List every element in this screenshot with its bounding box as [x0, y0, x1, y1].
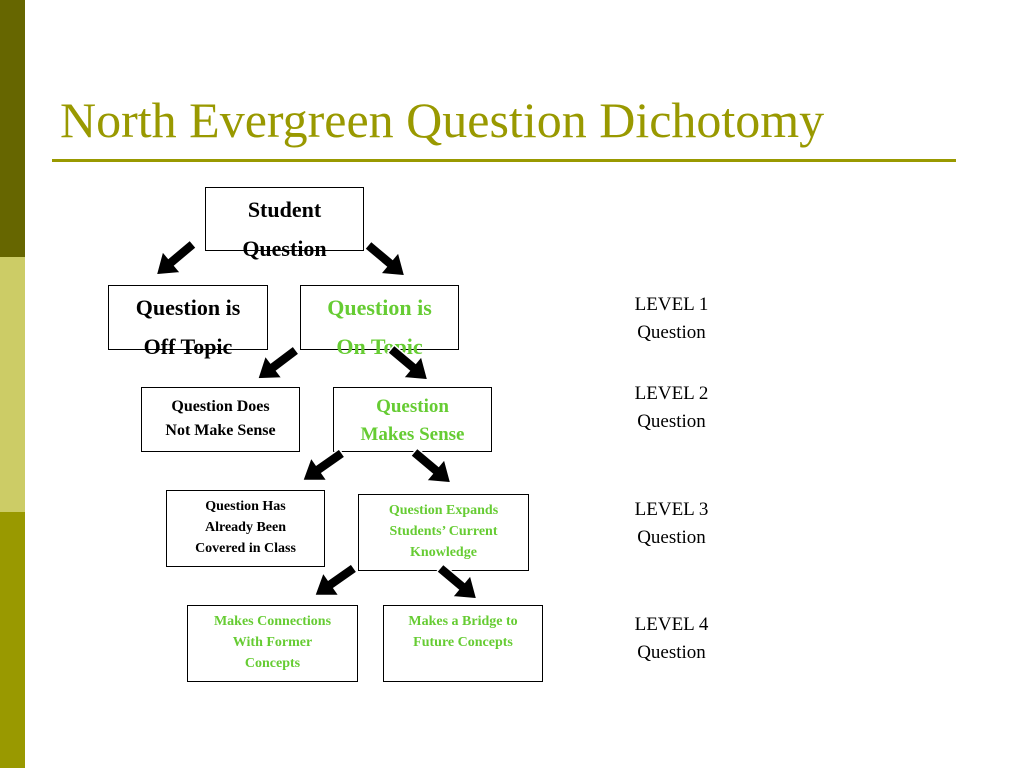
- node-line: Makes Connections: [213, 614, 332, 629]
- node-line: Concepts: [244, 656, 301, 671]
- level-caption: Question: [637, 322, 706, 343]
- node-already-covered: Question Has Already Been Covered in Cla…: [166, 490, 325, 567]
- node-makes-connections: Makes Connections With Former Concepts: [187, 605, 358, 682]
- sidebar-band-light: [0, 257, 25, 512]
- node-line: Off Topic: [143, 334, 233, 359]
- arrow-expands-to-makes-connections: [305, 555, 363, 608]
- node-line: Already Been: [204, 520, 286, 535]
- arrow-makes-sense-to-already-covered: [293, 440, 351, 493]
- level-number: LEVEL 3: [634, 499, 709, 520]
- level-number: LEVEL 2: [634, 383, 709, 404]
- level-caption: Question: [637, 527, 706, 548]
- node-line: Not Make Sense: [165, 422, 276, 439]
- node-student-question: Student Question: [205, 187, 364, 261]
- arrow-makes-sense-to-expands-knowledge: [404, 440, 461, 495]
- node-line: Question Does: [171, 398, 270, 415]
- node-makes-bridge: Makes a Bridge to Future Concepts: [383, 605, 543, 682]
- arrow-on-topic-to-does-not-make-sense: [248, 338, 306, 391]
- arrow-on-topic-to-makes-sense: [381, 337, 438, 392]
- node-line: Future Concepts: [413, 635, 513, 650]
- arrow-student-to-on-topic: [358, 233, 415, 288]
- arrow-expands-to-makes-bridge: [430, 556, 487, 611]
- node-line: Question Has: [205, 499, 286, 514]
- slide-title: North Evergreen Question Dichotomy: [60, 92, 825, 148]
- node-line: Question is: [327, 295, 432, 320]
- node-line: Question: [376, 396, 449, 417]
- level-4-label: LEVEL 4 Question: [600, 611, 743, 667]
- node-line: Student: [247, 197, 322, 222]
- level-1-label: LEVEL 1 Question: [600, 291, 743, 347]
- node-line: With Former: [232, 635, 313, 650]
- level-number: LEVEL 1: [634, 294, 709, 315]
- node-line: Question Expands: [388, 503, 499, 518]
- node-line: On Topic: [336, 334, 423, 359]
- node-line: Knowledge: [410, 545, 477, 560]
- arrow-student-to-off-topic: [146, 232, 203, 287]
- node-off-topic: Question is Off Topic: [108, 285, 268, 359]
- level-3-label: LEVEL 3 Question: [600, 496, 743, 552]
- sidebar-band-dark: [0, 0, 25, 257]
- node-line: Makes Sense: [360, 424, 465, 445]
- node-line: Question: [242, 236, 327, 261]
- node-line: Students’ Current: [389, 524, 498, 539]
- node-line: Question is: [135, 295, 241, 320]
- node-does-not-make-sense: Question Does Not Make Sense: [141, 387, 300, 452]
- level-caption: Question: [637, 642, 706, 663]
- sidebar-band-olive: [0, 512, 25, 768]
- node-makes-sense: Question Makes Sense: [333, 387, 492, 452]
- title-underline: [52, 159, 956, 162]
- node-on-topic: Question is On Topic: [300, 285, 459, 359]
- node-line: Covered in Class: [195, 541, 296, 556]
- level-caption: Question: [637, 411, 706, 432]
- level-number: LEVEL 4: [634, 614, 709, 635]
- level-2-label: LEVEL 2 Question: [600, 380, 743, 436]
- node-expands-knowledge: Question Expands Students’ Current Knowl…: [358, 494, 529, 571]
- node-line: Makes a Bridge to: [408, 614, 518, 629]
